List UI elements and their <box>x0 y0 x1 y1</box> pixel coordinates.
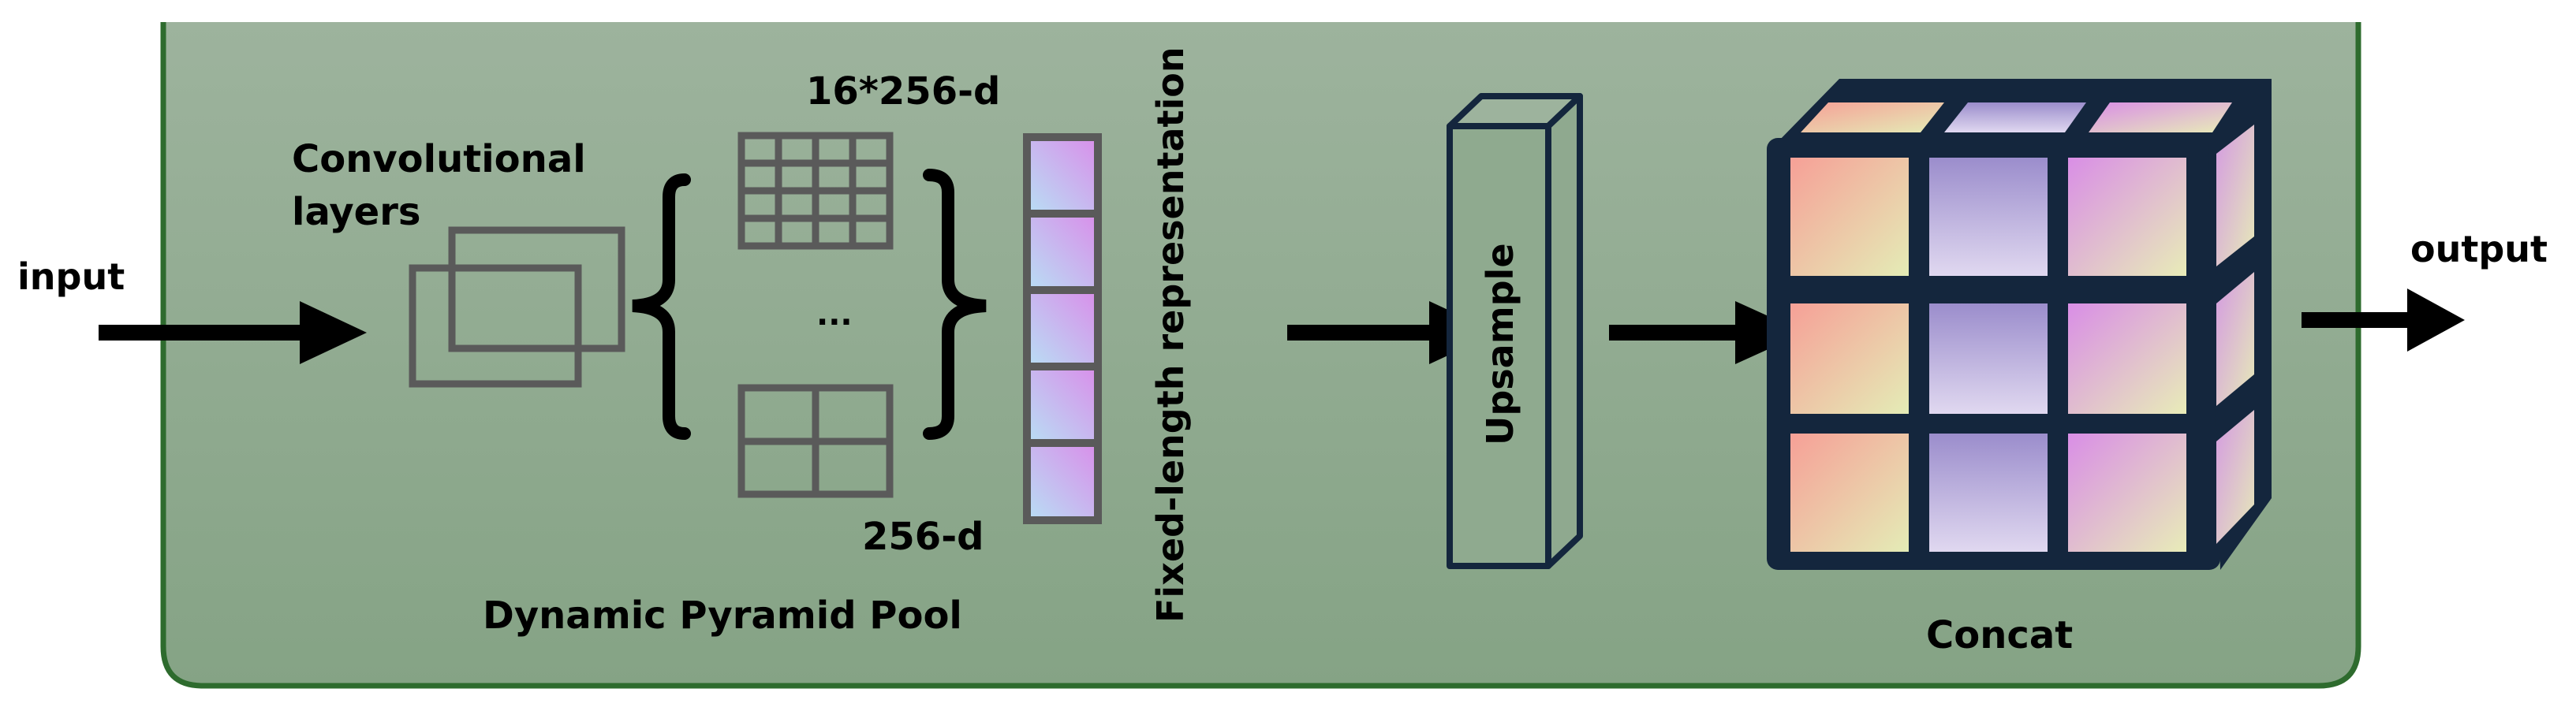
output-arrow-icon <box>2302 288 2465 352</box>
conv-layers-icon <box>409 226 625 388</box>
right-bracket-icon <box>923 169 987 440</box>
output-label: output <box>2410 228 2548 270</box>
ellipsis-label: ... <box>816 296 853 333</box>
conv-label-line1: Convolutional <box>292 137 586 181</box>
grid-2x2-icon <box>737 384 894 498</box>
upsample-label: Upsample <box>1479 243 1521 445</box>
grid-4x4-icon <box>737 132 894 250</box>
upsample-block <box>1447 93 1583 569</box>
input-arrow-icon <box>99 301 367 364</box>
concat-cube-icon <box>1767 79 2272 570</box>
fixed-length-label: Fixed-length representation <box>1149 47 1192 623</box>
left-bracket-icon <box>632 173 691 440</box>
fixed-length-vector-icon <box>1023 133 1102 524</box>
concat-label: Concat <box>1926 613 2073 657</box>
dim-bottom-label: 256-d <box>862 515 984 559</box>
input-label: input <box>17 255 125 298</box>
dim-top-label: 16*256-d <box>806 69 1000 114</box>
pool-label: Dynamic Pyramid Pool <box>483 594 962 638</box>
conv-label-line2: layers <box>292 190 420 234</box>
